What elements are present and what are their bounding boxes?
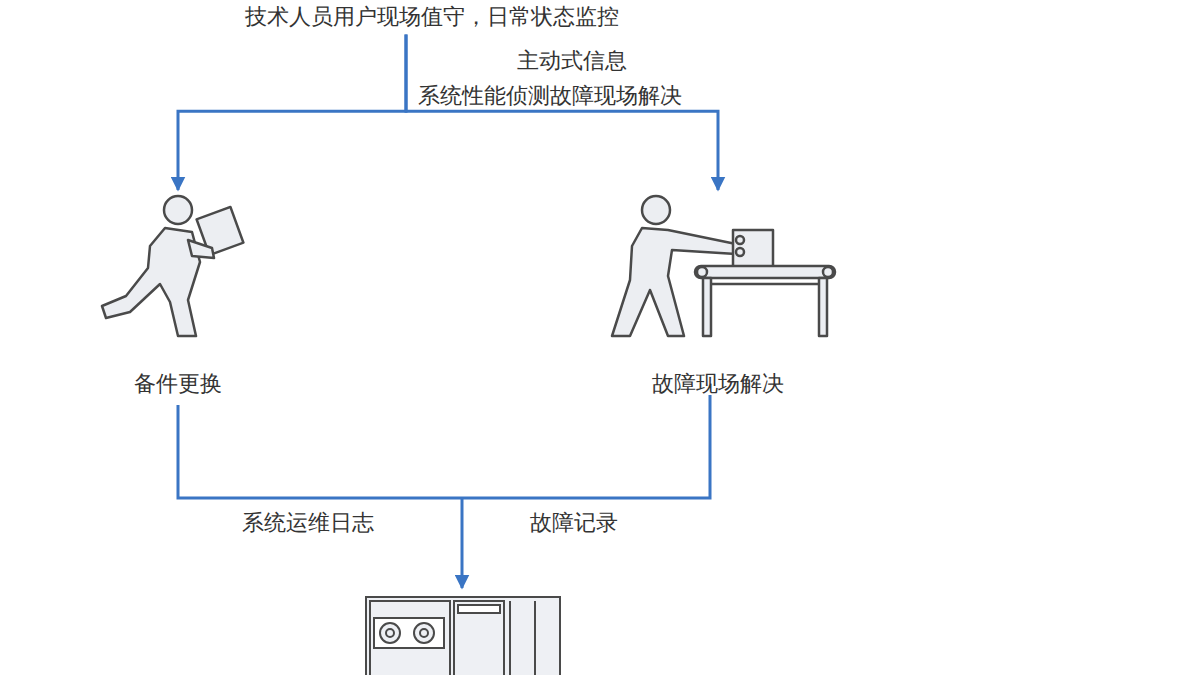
- flow-connector: [406, 34, 718, 190]
- node-text: 故障现场解决: [652, 371, 784, 397]
- flow-label: 系统性能侦测故障现场解决: [416, 83, 684, 109]
- flow-label: 系统运维日志: [240, 510, 376, 536]
- worker-figure: [612, 196, 835, 336]
- server-icon: [366, 597, 560, 675]
- flow-label: 主动式信息: [515, 48, 629, 74]
- carrier-figure: [102, 196, 243, 336]
- header-text: 技术人员用户现场值守，日常状态监控: [239, 0, 625, 30]
- node-text: 备件更换: [134, 371, 222, 397]
- merge-line: [178, 395, 710, 588]
- step-label: 故障现场解决: [643, 192, 793, 397]
- flow-connector: [178, 34, 406, 190]
- step-label: 备件更换: [103, 192, 253, 397]
- flow-label: 故障记录: [528, 510, 620, 536]
- node-text: 技术人员用户现场值守，日常状态监控: [245, 4, 619, 30]
